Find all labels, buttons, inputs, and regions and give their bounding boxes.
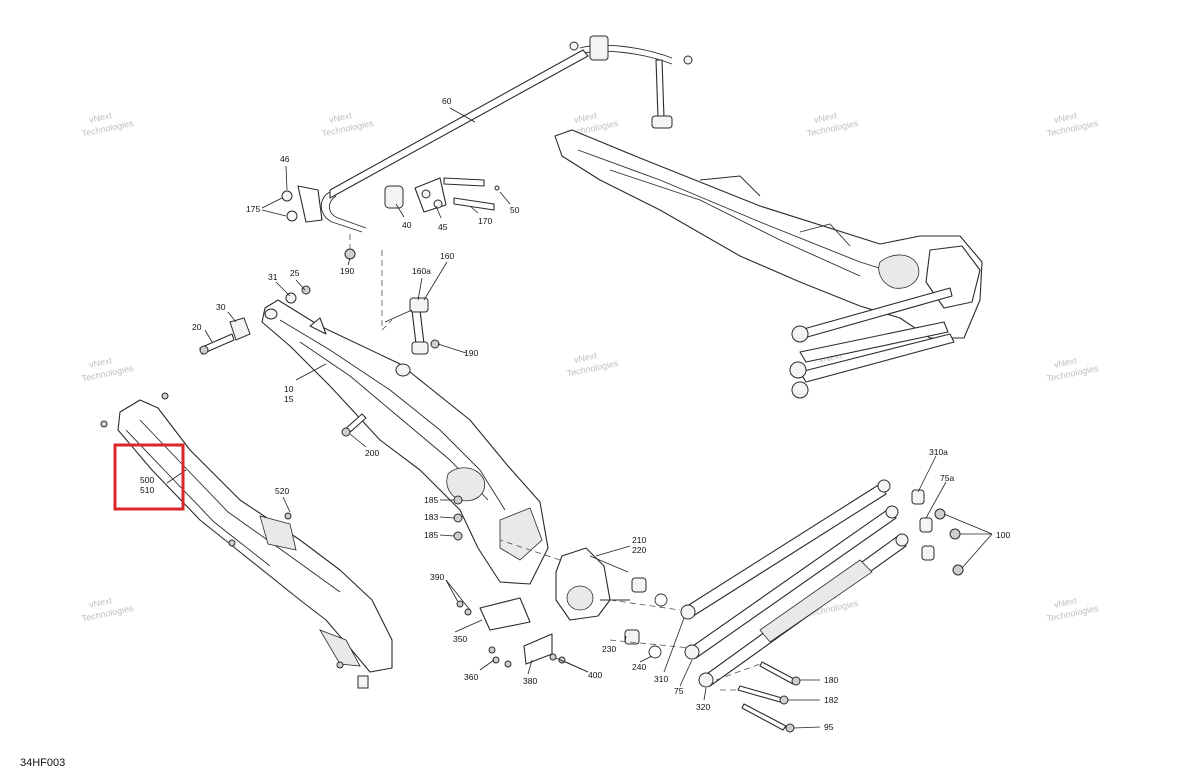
callout-labels: 60 46 175 40 45 170 50 190 31 25 160a 16… <box>140 96 1010 732</box>
watermark-line1: vNext <box>813 110 838 125</box>
watermark-line1: vNext <box>573 350 598 365</box>
callout-100: 100 <box>996 530 1010 540</box>
highlight-box-500-510 <box>113 443 185 511</box>
bracket-350 <box>479 597 531 631</box>
callout-310a: 310a <box>929 447 948 457</box>
callout-40: 40 <box>402 220 412 230</box>
callout-160a: 160a <box>412 266 431 276</box>
callout-45: 45 <box>438 222 448 232</box>
watermark-line1: vNext <box>1053 355 1078 370</box>
callout-20: 20 <box>192 322 202 332</box>
callout-190-lower: 190 <box>464 348 478 358</box>
callout-185-upper: 185 <box>424 495 438 505</box>
callout-30: 30 <box>216 302 226 312</box>
bar-bushing-top <box>589 35 609 61</box>
frame-member-500-510 <box>100 392 393 689</box>
lateral-links <box>680 479 964 733</box>
callout-400: 400 <box>588 670 602 680</box>
callout-175: 175 <box>246 204 260 214</box>
bushing-230 <box>624 629 640 645</box>
watermark-line1: vNext <box>573 110 598 125</box>
watermark-line1: vNext <box>88 595 113 610</box>
callout-75: 75 <box>674 686 684 696</box>
callout-210: 210 <box>632 535 646 545</box>
callout-350: 350 <box>453 634 467 644</box>
watermark-line1: vNext <box>88 110 113 125</box>
callout-360: 360 <box>464 672 478 682</box>
plate-380 <box>523 633 553 665</box>
callout-46: 46 <box>280 154 290 164</box>
callout-190-upper: 190 <box>340 266 354 276</box>
stabilizer-bar-assembly <box>281 35 693 330</box>
callout-220: 220 <box>632 545 646 555</box>
callout-320: 320 <box>696 702 710 712</box>
callout-520: 520 <box>275 486 289 496</box>
callout-15: 15 <box>284 394 294 404</box>
bushing-30 <box>229 317 251 341</box>
diagram-code: 34HF003 <box>20 757 65 769</box>
callout-183: 183 <box>424 512 438 522</box>
leader-lines <box>166 107 993 729</box>
callout-310: 310 <box>654 674 668 684</box>
trailing-arm-10-15 <box>199 285 549 585</box>
bushing-230-top <box>631 577 647 593</box>
callout-185-lower: 185 <box>424 530 438 540</box>
callout-170: 170 <box>478 216 492 226</box>
callout-240: 240 <box>632 662 646 672</box>
watermark-line1: vNext <box>1053 110 1078 125</box>
callout-50: 50 <box>510 205 520 215</box>
callout-500: 500 <box>140 475 154 485</box>
callout-510: 510 <box>140 485 154 495</box>
bushing-40 <box>384 185 404 209</box>
callout-180: 180 <box>824 675 838 685</box>
watermark-line1: vNext <box>88 355 113 370</box>
callout-230: 230 <box>602 644 616 654</box>
callout-200: 200 <box>365 448 379 458</box>
callout-182: 182 <box>824 695 838 705</box>
knuckle-210-220 <box>453 495 691 668</box>
callout-75a: 75a <box>940 473 954 483</box>
callout-390: 390 <box>430 572 444 582</box>
bracket-46 <box>297 185 323 223</box>
callout-10: 10 <box>284 384 294 394</box>
callout-60: 60 <box>442 96 452 106</box>
callout-95: 95 <box>824 722 834 732</box>
watermark-line1: vNext <box>328 110 353 125</box>
link-75 <box>689 507 897 659</box>
trailing-arm-assembled <box>554 129 983 399</box>
callout-160: 160 <box>440 251 454 261</box>
callout-25: 25 <box>290 268 300 278</box>
watermark-line1: vNext <box>1053 595 1078 610</box>
callout-380: 380 <box>523 676 537 686</box>
callout-31: 31 <box>268 272 278 282</box>
